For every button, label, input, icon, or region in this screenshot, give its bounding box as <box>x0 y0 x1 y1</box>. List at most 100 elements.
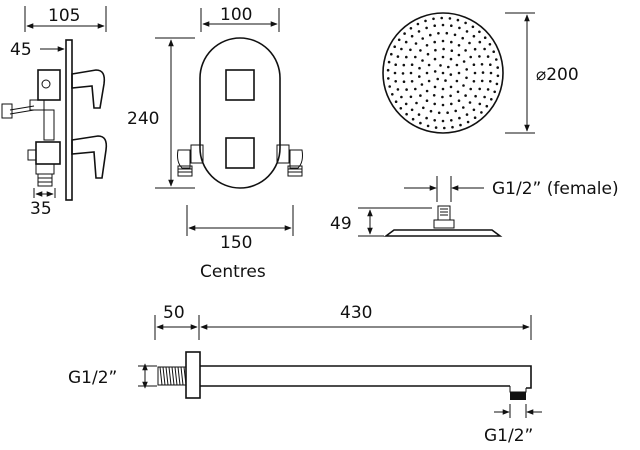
nozzle-dot <box>450 24 453 28</box>
nozzle-dot <box>411 117 415 121</box>
nozzle-dot <box>402 80 406 83</box>
nozzle-dot <box>468 41 471 45</box>
nozzle-dot <box>472 63 476 66</box>
nozzle-dot <box>433 85 437 89</box>
nozzle-dot <box>418 75 421 78</box>
nozzle-dot <box>455 79 459 83</box>
nozzle-dot <box>433 40 437 44</box>
nozzle-dot <box>446 111 449 114</box>
nozzle-dot <box>414 55 417 59</box>
upper-valve-body <box>37 69 61 101</box>
nozzle-dot <box>391 93 394 96</box>
nozzle-dot <box>485 104 489 108</box>
nozzle-dot <box>462 60 466 63</box>
nozzle-dot <box>429 33 432 37</box>
valve-side-view: 105 45 35 <box>1 6 108 219</box>
nozzle-dot <box>445 31 449 35</box>
nozzle-dot <box>410 108 414 112</box>
nozzle-dot <box>394 100 398 103</box>
nozzle-dot <box>454 109 458 113</box>
nozzle-dot <box>439 64 442 67</box>
nozzle-dot <box>447 65 450 69</box>
nozzle-dot <box>483 95 486 99</box>
nozzle-dot <box>489 80 492 83</box>
label-arm-thread-left: G1/2” <box>68 368 117 388</box>
nozzle-dot <box>404 40 408 44</box>
nozzle-dot <box>457 53 461 57</box>
arm-tube <box>200 365 532 389</box>
nozzle-dot <box>448 17 452 20</box>
nozzle-dot <box>417 113 421 116</box>
arm-flange <box>185 351 201 399</box>
nozzle-dot <box>420 83 424 86</box>
inlet-threads <box>159 366 187 386</box>
nozzle-dot <box>388 85 392 88</box>
nozzle-dot <box>422 106 425 110</box>
shower-arm: 50 430 G1/2” G1/2” <box>68 303 542 446</box>
nozzle-dot <box>401 72 405 75</box>
nozzle-dot <box>480 63 484 66</box>
nozzle-dot <box>409 95 413 99</box>
nozzle-dot <box>492 50 496 53</box>
nozzle-dot <box>455 63 459 67</box>
nozzle-dot <box>418 66 421 70</box>
nozzle-dot <box>433 102 437 106</box>
nozzle-dot <box>393 71 397 75</box>
nozzle-dot <box>441 71 445 75</box>
arm-outlet <box>510 392 526 400</box>
nozzle-dot <box>427 79 431 83</box>
nozzle-dot <box>449 73 453 76</box>
label-arm-flange: 50 <box>163 303 185 323</box>
nozzle-dot <box>405 55 408 59</box>
nozzle-dot <box>468 101 472 104</box>
nozzle-dot <box>424 19 427 23</box>
nozzle-dot <box>437 32 440 35</box>
upper-port <box>41 79 51 89</box>
nozzle-dot <box>404 102 408 106</box>
label-plate-width: 100 <box>220 5 252 25</box>
nozzle-dot <box>478 55 481 58</box>
nozzle-dot <box>441 23 445 27</box>
nozzle-dot <box>425 44 429 47</box>
nozzle-dot <box>465 30 469 33</box>
nozzle-dot <box>450 40 453 44</box>
nozzle-dot <box>481 71 485 74</box>
nozzle-dot <box>441 103 445 107</box>
lower-lever <box>71 135 108 179</box>
shower-head-plan: ⌀200 <box>382 12 579 134</box>
nozzle-dot <box>432 17 435 21</box>
cover-plate <box>199 37 281 189</box>
label-plate-height: 240 <box>127 109 159 129</box>
nozzle-dot <box>462 106 465 109</box>
nozzle-dot <box>416 22 420 26</box>
shower-head-side: G1/2” (female) 49 <box>330 176 619 237</box>
nozzle-dot <box>434 48 437 52</box>
label-head-diameter: ⌀200 <box>536 65 579 85</box>
label-valve-depth: 105 <box>48 6 80 26</box>
nozzle-dot <box>434 126 438 129</box>
lower-control-window <box>225 137 255 169</box>
nozzle-dot <box>450 49 454 52</box>
nozzle-dot <box>450 102 453 106</box>
nozzle-dot <box>465 113 469 116</box>
nozzle-dot <box>410 34 414 38</box>
nozzle-dot <box>493 90 497 94</box>
nozzle-dot <box>400 95 403 99</box>
thread-line <box>168 366 172 386</box>
nozzle-dot <box>427 63 431 67</box>
nozzle-dot <box>441 119 445 123</box>
label-valve-bottom: 35 <box>30 199 52 219</box>
nozzle-dot <box>478 40 482 44</box>
nozzle-dot <box>496 66 500 69</box>
thread-line <box>171 366 175 386</box>
nozzle-dot <box>464 49 467 52</box>
nozzle-dot <box>394 63 398 66</box>
nozzle-dot <box>441 95 444 99</box>
nozzle-dot <box>425 116 428 120</box>
nozzle-dot <box>457 71 461 75</box>
nozzle-dot <box>458 26 461 30</box>
nozzle-dot <box>405 88 408 91</box>
nozzle-dot <box>425 99 429 102</box>
nozzle-dot <box>489 71 493 75</box>
nozzle-dot <box>480 111 483 114</box>
